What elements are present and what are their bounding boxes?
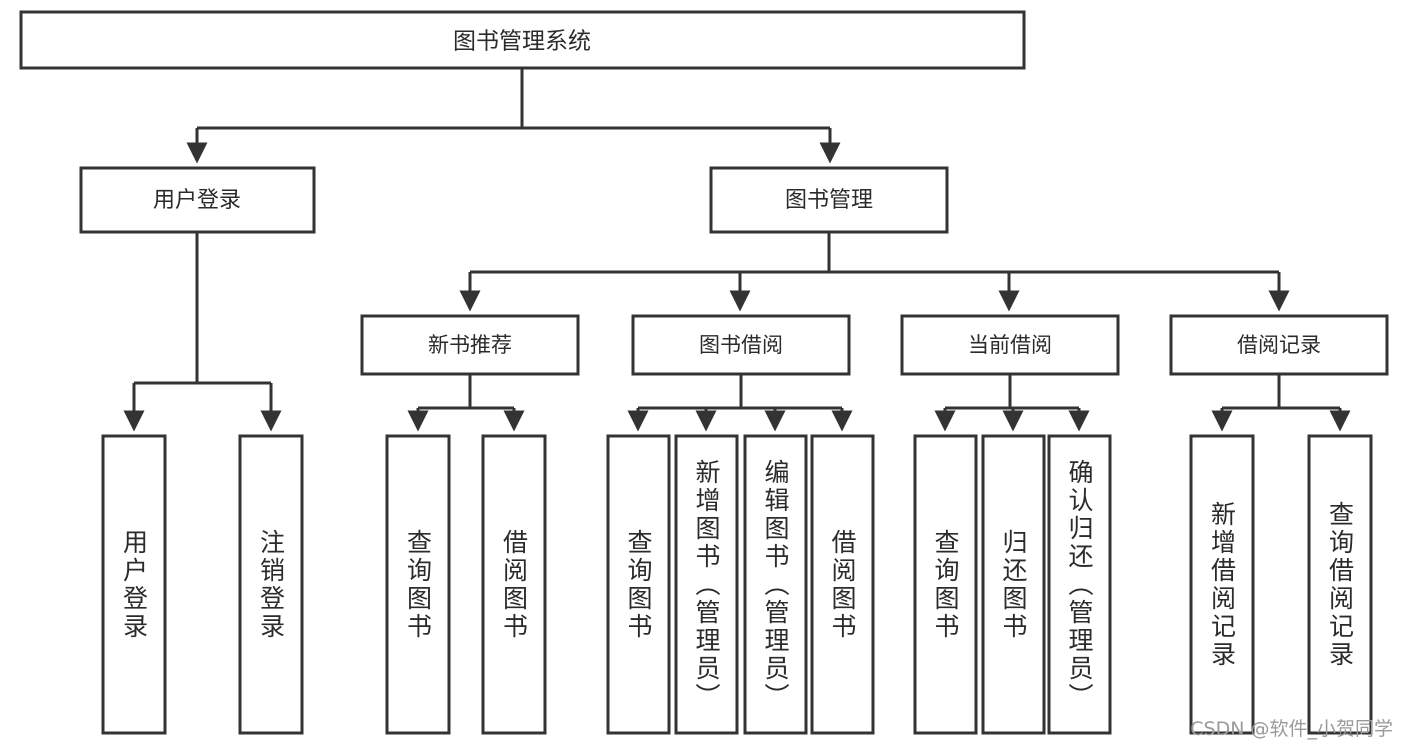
- node-root-box: [19, 10, 1026, 70]
- connector-current-borrow-to-leaves: [934, 374, 1090, 432]
- node-new-book-recommend[interactable]: 新书推荐: [360, 314, 580, 376]
- leaf-box-query-borrow-record[interactable]: [1307, 434, 1373, 735]
- connector-root-to-level2: [186, 68, 841, 164]
- node-book-borrow[interactable]: 图书借阅: [631, 314, 851, 376]
- node-book-management-label: 图书管理: [785, 188, 873, 213]
- leaf-box-add-borrow-record[interactable]: [1189, 434, 1255, 735]
- leaf-box-logout[interactable]: [238, 434, 304, 735]
- node-book-management[interactable]: 图书管理: [709, 166, 949, 234]
- leaf-box-return-book[interactable]: [981, 434, 1046, 735]
- leaf-box-query-book-current[interactable]: [913, 434, 978, 735]
- node-book-borrow-label: 图书借阅: [699, 333, 783, 357]
- node-new-book-recommend-box: [360, 314, 580, 376]
- connector-book-management-to-level3: [459, 232, 1290, 312]
- connector-book-borrow-to-leaves: [627, 374, 853, 432]
- leaf-box-edit-book-admin[interactable]: [743, 434, 808, 735]
- leaf-box-confirm-return-admin[interactable]: [1047, 434, 1112, 735]
- connector-user-login-to-leaves: [123, 232, 282, 432]
- leaf-box-borrow-book[interactable]: [810, 434, 875, 735]
- leaf-box-query-book-recommend[interactable]: [385, 434, 451, 735]
- node-user-login[interactable]: 用户登录: [79, 166, 316, 234]
- connector-borrow-record-to-leaves: [1211, 374, 1351, 432]
- leaf-box-borrow-book-recommend[interactable]: [481, 434, 547, 735]
- leaf-box-query-book-borrow[interactable]: [606, 434, 671, 735]
- node-user-login-box: [79, 166, 316, 234]
- connector-new-book-recommend-to-leaves: [407, 374, 525, 432]
- leaf-box-add-book-admin[interactable]: [674, 434, 739, 735]
- node-borrow-record-label: 借阅记录: [1237, 333, 1321, 357]
- node-user-login-label: 用户登录: [153, 188, 241, 213]
- node-borrow-record[interactable]: 借阅记录: [1169, 314, 1389, 376]
- leaf-box-user-login[interactable]: [101, 434, 167, 735]
- node-root[interactable]: 图书管理系统: [19, 10, 1026, 70]
- node-new-book-recommend-label: 新书推荐: [428, 333, 512, 357]
- node-root-label: 图书管理系统: [453, 29, 591, 55]
- node-current-borrow-label: 当前借阅: [968, 333, 1052, 357]
- node-current-borrow[interactable]: 当前借阅: [900, 314, 1120, 376]
- node-current-borrow-box: [900, 314, 1120, 376]
